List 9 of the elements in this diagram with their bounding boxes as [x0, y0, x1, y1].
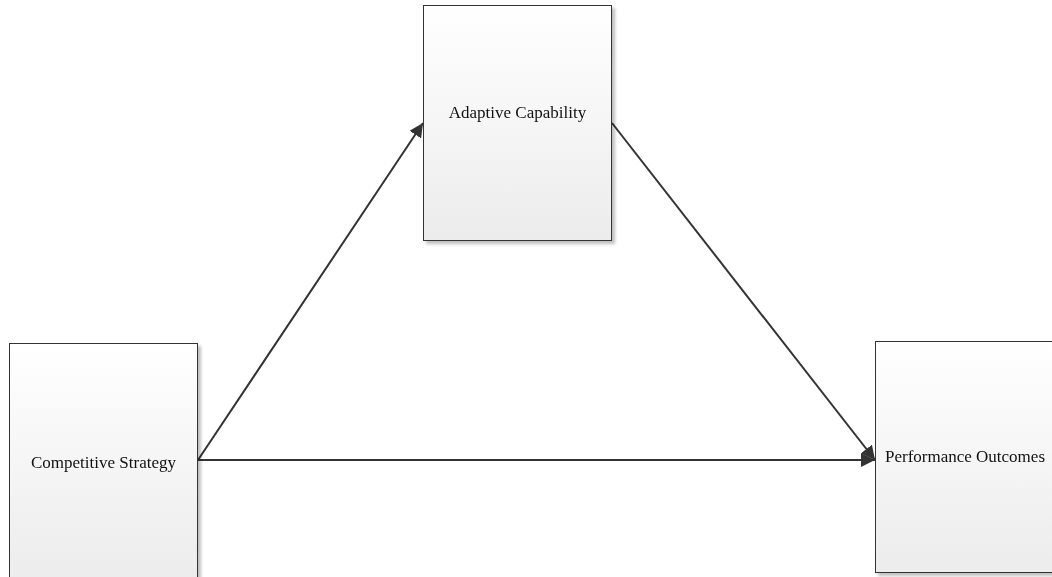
box-label: Performance Outcomes — [884, 446, 1046, 468]
arrow — [197, 453, 876, 467]
arrow — [611, 122, 876, 461]
box-label: Competitive Strategy — [30, 452, 177, 474]
concept-box — [9, 343, 198, 577]
concept-box — [875, 341, 1052, 573]
arrow — [197, 122, 424, 461]
box-label: Adaptive Capability — [447, 102, 588, 124]
concept-box — [423, 5, 612, 241]
